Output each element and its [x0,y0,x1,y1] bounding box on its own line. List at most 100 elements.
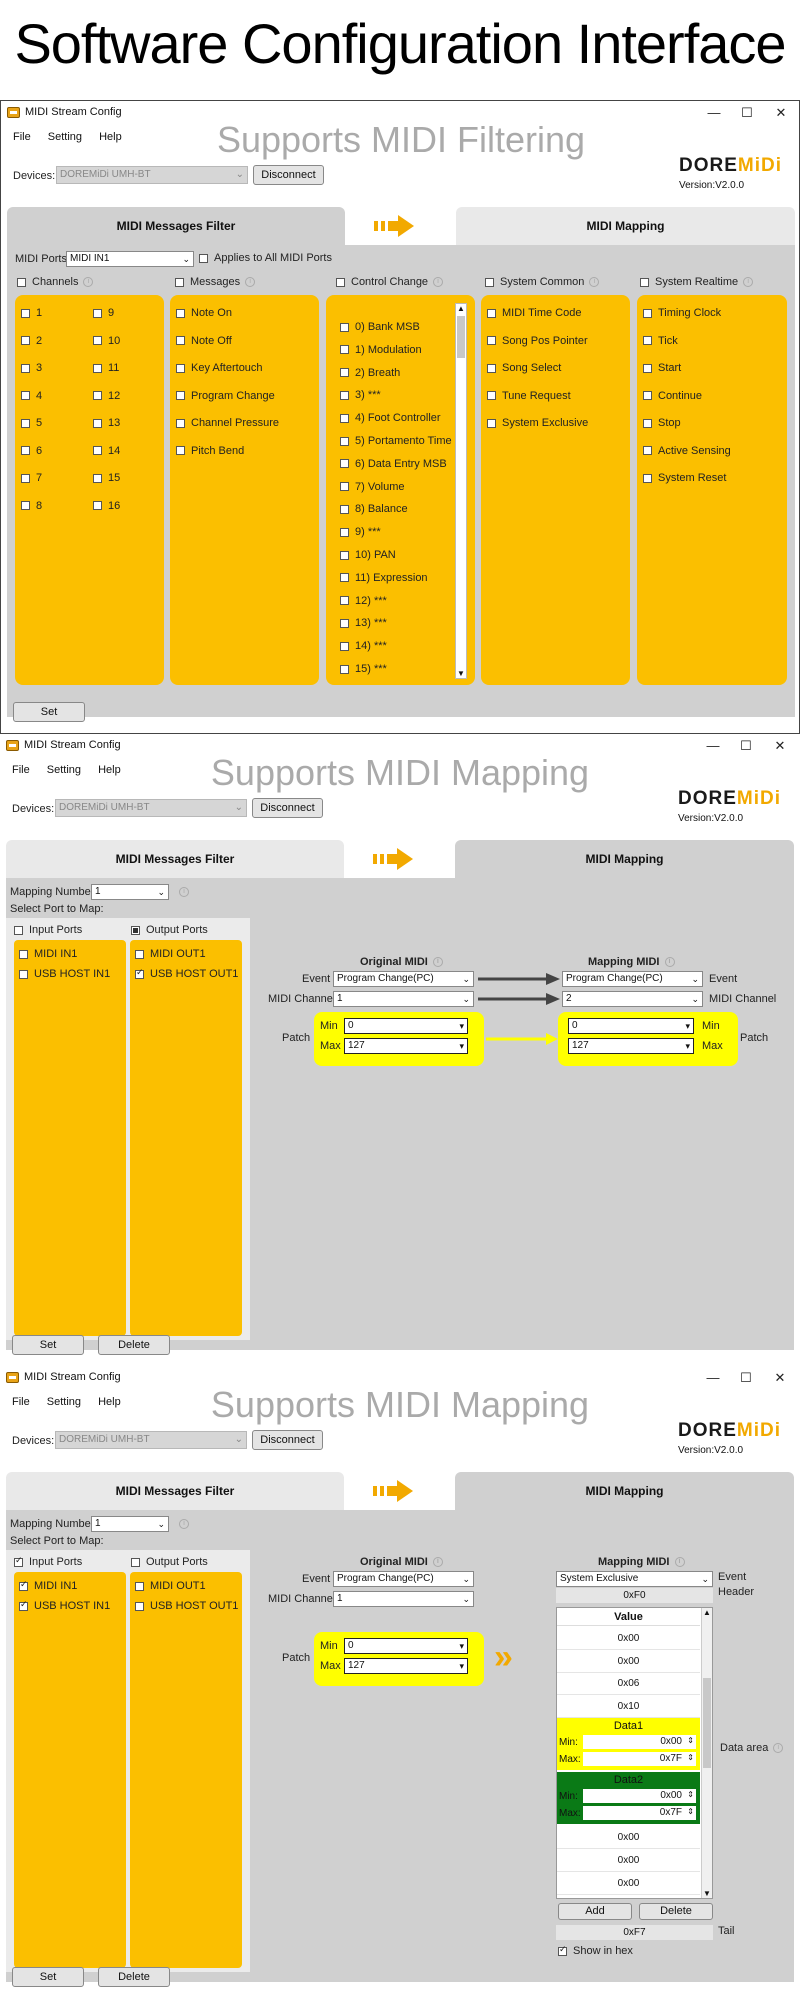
channel-16-item[interactable]: 16 [93,500,120,512]
device-select[interactable]: DOREMiDi UMH-BT⌄ [55,1431,247,1449]
control-change-item[interactable]: 7) Volume [340,481,405,493]
delete-row-button[interactable]: Delete [639,1903,713,1920]
channel-8-item[interactable]: 8 [21,500,42,512]
disconnect-button[interactable]: Disconnect [252,798,323,818]
original-max-select[interactable]: 127▾ [344,1038,468,1054]
maximize-icon[interactable]: ☐ [740,738,752,753]
input-ports-header[interactable]: Input Ports [14,1555,82,1568]
original-event-select[interactable]: Program Change(PC)⌄ [333,971,474,987]
channel-10-item[interactable]: 10 [93,335,120,347]
set-button[interactable]: Set [13,702,85,722]
input-ports-header[interactable]: Input Ports [14,924,82,936]
value-row[interactable]: 0x00 [557,1873,700,1895]
control-change-item[interactable]: 14) *** [340,640,387,652]
menu-help[interactable]: Help [99,131,122,143]
close-icon[interactable]: ✕ [774,1370,786,1385]
control-change-item[interactable]: 5) Portamento Time [340,435,452,447]
set-button[interactable]: Set [12,1335,84,1355]
show-in-hex-checkbox[interactable]: Show in hex [558,1944,633,1957]
value-row[interactable]: 0x00 [557,1651,700,1673]
system-common-item[interactable]: MIDI Time Code [487,307,581,319]
add-row-button[interactable]: Add [558,1903,632,1920]
midi-ports-select[interactable]: MIDI IN1⌄ [66,251,194,267]
menu-setting[interactable]: Setting [47,131,83,143]
device-select[interactable]: DOREMiDi UMH-BT⌄ [56,166,248,184]
output-ports-header[interactable]: Output Ports [131,924,208,936]
mapping-event-select[interactable]: System Exclusive⌄ [556,1571,713,1587]
input-port-usb-host-in1[interactable]: USB HOST IN1 [19,968,110,980]
system-realtime-item[interactable]: Stop [643,417,681,429]
output-port-midi-out1[interactable]: MIDI OUT1 [135,1580,206,1592]
data1-min-spinner[interactable]: 0x00⇕ [583,1735,696,1749]
device-select[interactable]: DOREMiDi UMH-BT⌄ [55,799,247,817]
message-item[interactable]: Channel Pressure [176,417,279,429]
menu-help[interactable]: Help [98,1396,121,1408]
channel-14-item[interactable]: 14 [93,445,120,457]
control-change-item[interactable]: 2) Breath [340,367,400,379]
value-row[interactable]: 0x10 [557,1696,700,1718]
channel-4-item[interactable]: 4 [21,390,42,402]
maximize-icon[interactable]: ☐ [741,105,753,120]
tab-midi-mapping[interactable]: MIDI Mapping [455,840,794,878]
channel-5-item[interactable]: 5 [21,417,42,429]
control-change-item[interactable]: 4) Foot Controller [340,412,441,424]
close-icon[interactable]: ✕ [775,105,787,120]
channel-15-item[interactable]: 15 [93,472,120,484]
data2-min-spinner[interactable]: 0x00⇕ [583,1789,696,1803]
system-common-item[interactable]: Song Select [487,362,561,374]
value-row[interactable]: 0x00 [557,1850,700,1872]
channel-12-item[interactable]: 12 [93,390,120,402]
system-realtime-item[interactable]: System Reset [643,472,726,484]
original-channel-select[interactable]: 1⌄ [333,1591,474,1607]
menu-file[interactable]: File [12,764,30,776]
channel-9-item[interactable]: 9 [93,307,114,319]
input-port-midi-in1[interactable]: MIDI IN1 [19,948,77,960]
minimize-icon[interactable]: — [706,738,720,753]
channel-11-item[interactable]: 11 [93,362,119,374]
message-item[interactable]: Note Off [176,335,232,347]
system-realtime-item[interactable]: Active Sensing [643,445,731,457]
tab-messages-filter[interactable]: MIDI Messages Filter [7,207,345,245]
control-change-item[interactable]: 6) Data Entry MSB [340,458,447,470]
close-icon[interactable]: ✕ [774,738,786,753]
value-row[interactable]: 0x00 [557,1827,700,1849]
system-realtime-item[interactable]: Timing Clock [643,307,721,319]
channel-7-item[interactable]: 7 [21,472,42,484]
control-change-item[interactable]: 0) Bank MSB [340,321,420,333]
channel-6-item[interactable]: 6 [21,445,42,457]
output-ports-header[interactable]: Output Ports [131,1556,208,1568]
maximize-icon[interactable]: ☐ [740,1370,752,1385]
system-common-item[interactable]: System Exclusive [487,417,588,429]
control-change-item[interactable]: 15) *** [340,663,387,675]
value-row[interactable]: 0x06 [557,1673,700,1695]
system-realtime-item[interactable]: Start [643,362,681,374]
original-event-select[interactable]: Program Change(PC)⌄ [333,1571,474,1587]
minimize-icon[interactable]: — [706,1370,720,1385]
menu-setting[interactable]: Setting [46,764,82,776]
control-change-item[interactable]: 13) *** [340,617,387,629]
control-change-item[interactable]: 3) *** [340,389,381,401]
control-change-item[interactable]: 11) Expression [340,572,428,584]
data2-max-spinner[interactable]: 0x7F⇕ [583,1806,696,1820]
control-change-item[interactable]: 8) Balance [340,503,408,515]
message-item[interactable]: Pitch Bend [176,445,244,457]
delete-button[interactable]: Delete [98,1335,170,1355]
menu-file[interactable]: File [13,131,31,143]
control-change-item[interactable]: 10) PAN [340,549,396,561]
mapping-channel-select[interactable]: 2⌄ [562,991,703,1007]
system-common-item[interactable]: Tune Request [487,390,571,402]
output-port-usb-host-out1[interactable]: USB HOST OUT1 [135,967,238,980]
mapping-max-select[interactable]: 127▾ [568,1038,694,1054]
system-realtime-item[interactable]: Tick [643,335,678,347]
menu-file[interactable]: File [12,1396,30,1408]
original-min-select[interactable]: 0▾ [344,1638,468,1654]
system-realtime-item[interactable]: Continue [643,390,702,402]
disconnect-button[interactable]: Disconnect [252,1430,323,1450]
minimize-icon[interactable]: — [707,105,721,120]
message-item[interactable]: Program Change [176,390,275,402]
